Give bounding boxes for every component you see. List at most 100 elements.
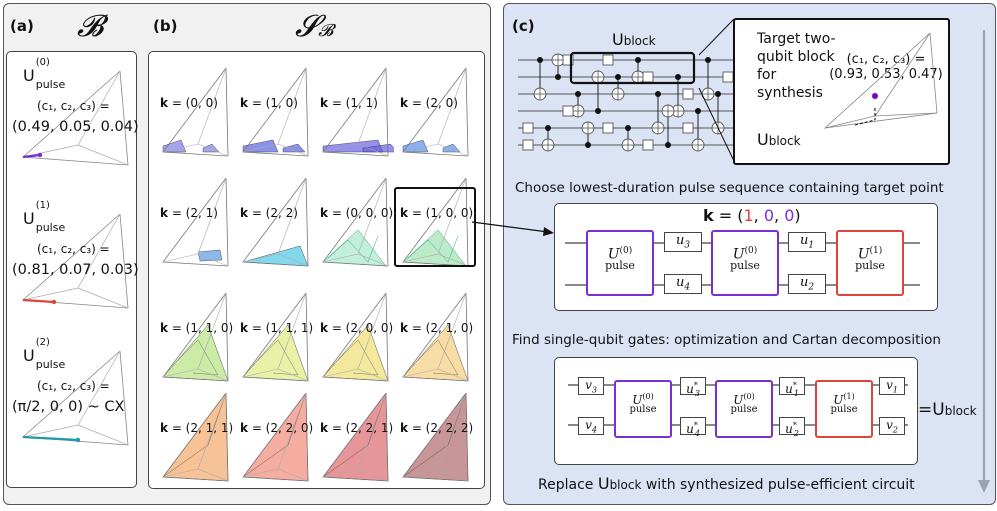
seq-pulse-0b-text: U(0) (732, 246, 758, 263)
coverage-tetra-10 (322, 292, 389, 382)
basis-gate-1: U(1)pulse (23, 200, 66, 235)
final-pulse-1-sub: pulse (830, 404, 858, 415)
seq-pulse-0a: U(0) pulse (586, 230, 654, 296)
final-gate-v4: v4 (578, 417, 604, 435)
final-gate-v1: v1 (879, 377, 905, 395)
coverage-tetra-6 (322, 177, 389, 267)
basis-coords-label-1: (c₁, c₂, c₃) = (37, 242, 110, 256)
zoom-connector (698, 18, 735, 162)
final-gate-v2: v2 (879, 417, 905, 435)
flow-arrow (978, 30, 990, 493)
caption-find: Find single-qubit gates: optimization an… (512, 332, 941, 348)
caption-replace-u: Ublock (597, 474, 642, 493)
coverage-k-label-1: k = (1, 0) (240, 96, 298, 110)
coverage-tetra-1 (242, 67, 309, 157)
final-pulse-0b: U(0) pulse (715, 380, 773, 438)
target-coords-label: (c₁, c₂, c₃) = (846, 52, 926, 67)
basis-tetrahedron-1 (22, 213, 129, 309)
coverage-tetra-13 (242, 392, 309, 482)
sequence-k-label: k = (1, 0, 0) (703, 206, 801, 225)
seq-pulse-0a-sub: pulse (605, 258, 635, 272)
seq-pulse-1-sub: pulse (855, 258, 885, 272)
panel-a-box (6, 51, 137, 488)
coverage-k-label-13: k = (2, 2, 0) (240, 421, 314, 435)
seq-pulse-0b: U(0) pulse (711, 230, 779, 296)
coverage-k-label-7: k = (1, 0, 0) (400, 206, 474, 220)
seq-pulse-0b-sub: pulse (730, 258, 760, 272)
final-pulse-1-text: U(1) (833, 392, 855, 407)
basis-tetrahedron-0 (22, 70, 129, 166)
seq-k-eq: = ( (713, 206, 744, 225)
coverage-k-label-6: k = (0, 0, 0) (320, 206, 394, 220)
basis-coords-value-2: (π/2, 0, 0) ~ CX (12, 399, 125, 415)
seq-gate-u2: u2 (788, 274, 826, 294)
basis-point-1 (51, 299, 57, 305)
seq-k-letter: k (703, 206, 714, 225)
final-pulse-1: U(1) pulse (815, 380, 873, 438)
basis-point-line-2 (22, 435, 79, 442)
seq-gate-u3: u3 (664, 232, 702, 252)
coverage-tetra-8 (162, 292, 229, 382)
coverage-k-label-5: k = (2, 2) (240, 206, 298, 220)
coverage-tetra-15 (402, 392, 469, 482)
seq-k-comma0: , (753, 206, 764, 225)
coverage-k-label-12: k = (2, 1, 1) (160, 421, 234, 435)
u-block-title: Ublock (612, 30, 656, 49)
basis-gate-2: U(2)pulse (23, 337, 66, 372)
basis-point-2 (75, 437, 81, 443)
coverage-k-label-10: k = (2, 0, 0) (320, 321, 394, 335)
final-gate-v3: v3 (578, 377, 604, 395)
final-pulse-0b-text: U(0) (733, 392, 755, 407)
panel-b-title: 𝓢𝓑 (295, 9, 333, 44)
final-equals: =Ublock (918, 400, 977, 420)
coverage-tetra-9 (242, 292, 309, 382)
coverage-tetra-2 (322, 67, 394, 157)
coverage-k-label-8: k = (1, 1, 0) (160, 321, 234, 335)
target-tetrahedron (823, 32, 938, 129)
basis-point-line-1 (22, 298, 55, 304)
seq-pulse-1-text: U(1) (857, 246, 883, 263)
coverage-tetra-0 (162, 67, 229, 157)
final-pulse-0b-sub: pulse (730, 404, 758, 415)
caption-replace-pre: Replace (538, 477, 594, 493)
selected-cell-highlight (394, 187, 476, 267)
coverage-tetra-3 (402, 67, 469, 157)
seq-pulse-0a-text: U(0) (607, 246, 633, 263)
final-gate-u1s: u*1 (779, 377, 805, 398)
coverage-k-label-14: k = (2, 2, 1) (320, 421, 394, 435)
final-pulse-0a-sub: pulse (629, 404, 657, 415)
seq-k-val1: 0 (763, 206, 775, 225)
final-u-letter: U (932, 400, 945, 420)
target-text-line1: Target two- (757, 31, 836, 47)
seq-k-val2: 0 (784, 206, 795, 225)
target-text: Target two- qubit block for synthesis (757, 30, 836, 102)
coverage-k-label-2: k = (1, 1) (320, 96, 378, 110)
coverage-tetra-7 (402, 177, 469, 267)
final-gate-u3s: u*3 (680, 377, 706, 398)
final-equals-sign: = (918, 400, 933, 420)
basis-coords-label-0: (c₁, c₂, c₃) = (37, 99, 110, 113)
u-block-letter: U (612, 30, 624, 49)
coverage-k-label-15: k = (2, 2, 2) (400, 421, 474, 435)
caption-replace: Replace Ublock with synthesized pulse-ef… (538, 474, 915, 493)
basis-tetrahedron-2 (22, 350, 129, 446)
seq-gate-u4: u4 (664, 274, 702, 294)
coverage-tetra-11 (402, 292, 469, 382)
coverage-tetra-12 (162, 392, 229, 482)
basis-gate-0: U(0)pulse (23, 57, 66, 92)
basis-coords-label-2: (c₁, c₂, c₃) = (37, 379, 110, 393)
caption-replace-post: with synthesized pulse-efficient circuit (645, 477, 915, 493)
final-u-sub: block (944, 404, 977, 418)
big-circuit (518, 51, 738, 152)
target-text-line2: qubit block (757, 49, 835, 65)
coverage-k-label-0: k = (0, 0) (160, 96, 218, 110)
caption-choose: Choose lowest-duration pulse sequence co… (515, 180, 944, 196)
target-text-line4: synthesis (757, 85, 823, 101)
coverage-k-label-4: k = (2, 1) (160, 206, 218, 220)
panel-c-label: (c) (512, 17, 535, 35)
coverage-k-label-9: k = (1, 1, 1) (240, 321, 314, 335)
seq-gate-u1: u1 (788, 232, 826, 252)
coverage-tetra-14 (322, 392, 389, 482)
target-u-block-label: Ublock (757, 130, 801, 149)
target-text-line3: for (757, 67, 777, 83)
